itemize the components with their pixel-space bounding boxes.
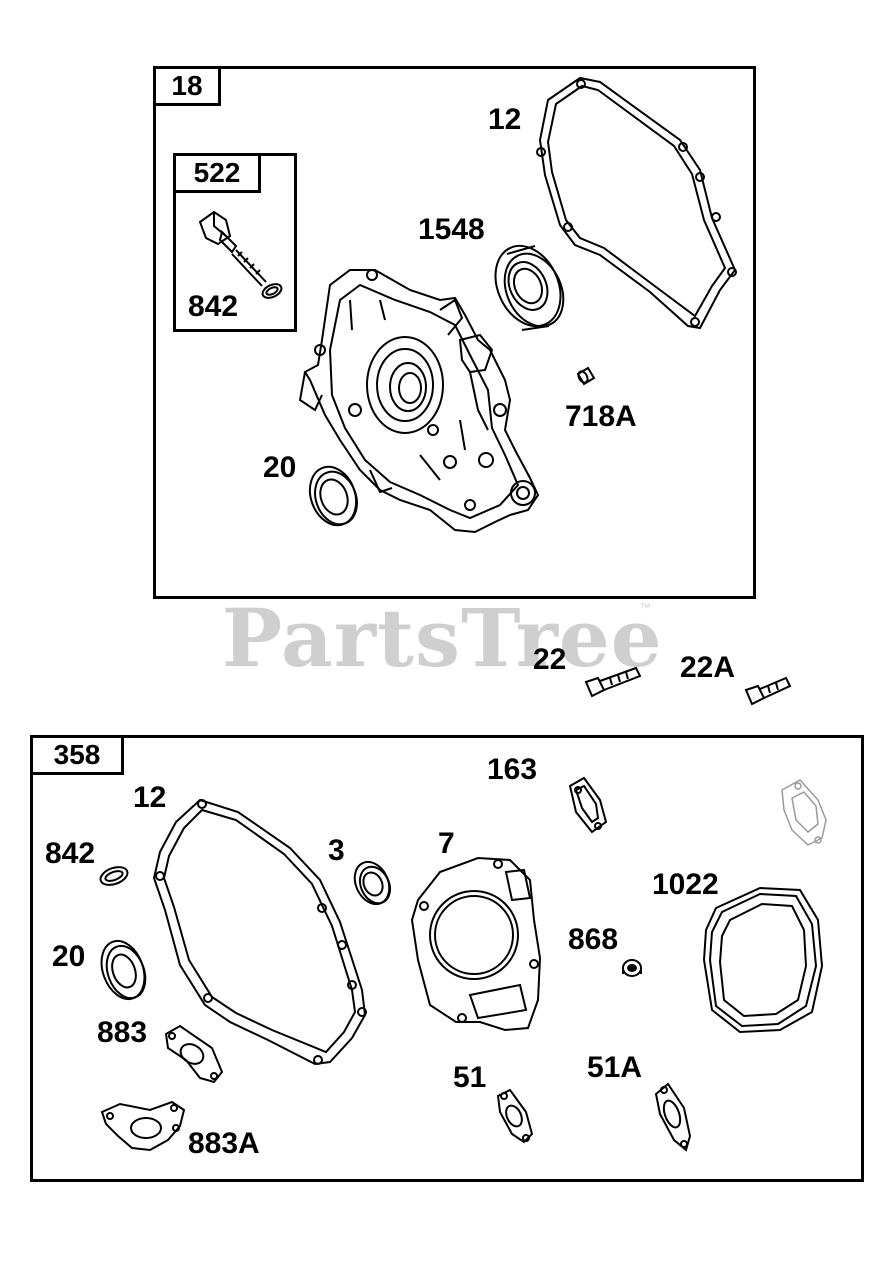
part-label-51a: 51A: [587, 1051, 643, 1084]
part-label-842-top: 842: [188, 290, 239, 323]
watermark-trademark: ™: [640, 602, 651, 614]
gasket-51a-drawing: [656, 1084, 690, 1150]
part-label-883: 883: [97, 1016, 148, 1049]
gasket-51-drawing: [498, 1090, 532, 1142]
subgroup-tag: 522: [173, 153, 261, 193]
bolt-22-drawing: [586, 668, 640, 696]
part-label-12-top: 12: [488, 103, 522, 136]
top-group-frame: [153, 66, 756, 599]
nut-drawing: [623, 960, 641, 976]
faint-gasket-drawing: [782, 780, 826, 845]
bearing-drawing: [483, 235, 574, 336]
watermark-text: PartsTree: [222, 591, 663, 685]
bottom-group-tag: 358: [30, 735, 124, 775]
crankcase-gasket-2-drawing: [154, 800, 366, 1064]
dowel-pin-drawing: [577, 368, 594, 384]
part-label-883a: 883A: [188, 1127, 260, 1160]
gasket-883-drawing: [166, 1026, 222, 1082]
o-ring-drawing: [98, 864, 130, 889]
crankcase-gasket-drawing: [537, 78, 736, 328]
part-label-22a: 22A: [680, 651, 736, 684]
bottom-group-frame: [30, 735, 864, 1182]
part-label-22: 22: [533, 643, 567, 676]
head-gasket-drawing: [412, 858, 540, 1030]
part-label-51: 51: [453, 1061, 487, 1094]
part-label-3: 3: [328, 834, 345, 867]
valve-cover-gasket-drawing: [704, 888, 822, 1032]
gasket-163-drawing: [570, 778, 606, 832]
part-label-7: 7: [438, 827, 455, 860]
part-label-12-bottom: 12: [133, 781, 167, 814]
oil-seal-drawing: [302, 460, 364, 531]
bolt-22a-drawing: [746, 678, 790, 704]
part-label-1548: 1548: [418, 213, 485, 246]
part-label-868: 868: [568, 923, 619, 956]
seal-20-drawing: [94, 935, 152, 1005]
top-group-tag: 18: [153, 66, 221, 106]
crankcase-cover-drawing: [300, 270, 538, 532]
part-label-842-bottom: 842: [45, 837, 96, 870]
gasket-883a-drawing: [102, 1102, 184, 1150]
seal-3-drawing: [348, 856, 396, 909]
dipstick-drawing: [200, 212, 284, 301]
part-label-20-top: 20: [263, 451, 297, 484]
part-label-1022: 1022: [652, 868, 719, 901]
part-label-718a: 718A: [565, 400, 637, 433]
part-label-163: 163: [487, 753, 538, 786]
part-label-20-bottom: 20: [52, 940, 86, 973]
